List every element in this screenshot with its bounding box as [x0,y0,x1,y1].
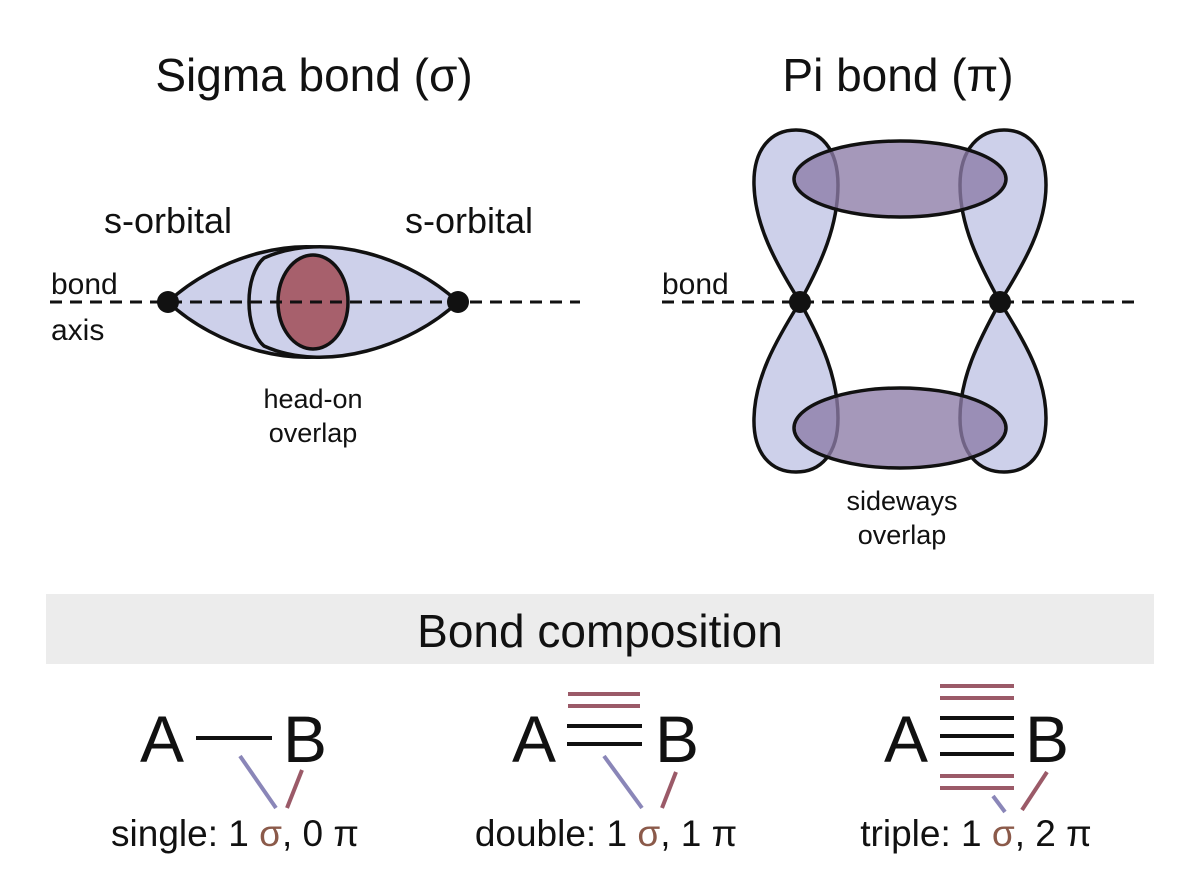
single-bond-example: A B single: 1 σ, 0 π [111,702,359,854]
sigma-panel: Sigma bond (σ) s-orbital s-orbital bond … [50,49,580,448]
pi-left-nucleus [789,291,811,313]
pi-overlap-label-line1: sideways [846,486,957,516]
pi-right-nucleus [989,291,1011,313]
sigma-axis-label-bond: bond [51,268,118,301]
pi-upper-overlap-region [792,139,1008,219]
sigma-right-orbital-label: s-orbital [405,200,533,241]
sigma-right-nucleus [447,291,469,313]
single-composition-label: single: 1 σ, 0 π [111,813,359,854]
single-pointer-right [285,769,304,809]
pi-overlap-label-line2: overlap [858,520,947,550]
triple-atom-b: B [1025,702,1069,776]
sigma-left-orbital-label: s-orbital [104,200,232,241]
double-bond-example: A B double: 1 σ, 1 π [475,692,737,854]
pi-lower-overlap-region [792,386,1008,470]
sigma-title: Sigma bond (σ) [155,49,472,101]
double-composition-label: double: 1 σ, 1 π [475,813,737,854]
sigma-left-nucleus [157,291,179,313]
composition-title: Bond composition [417,605,783,657]
double-atom-a: A [512,702,556,776]
sigma-overlap-label-line1: head-on [263,384,362,414]
single-atom-a: A [140,702,184,776]
triple-composition-label: triple: 1 σ, 2 π [860,813,1091,854]
sigma-axis-label-axis: axis [51,314,104,347]
triple-bond-example: A B triple: 1 σ, 2 π [860,684,1092,854]
triple-sigma-pointer [991,794,1007,814]
single-sigma-pointer [238,754,278,810]
single-atom-b: B [283,702,327,776]
triple-atom-a: A [884,702,928,776]
pi-panel: Pi bond (π) bond sideways overlap [662,49,1135,550]
double-pointer-right [660,771,678,809]
triple-pointer-right [1020,770,1049,812]
pi-title: Pi bond (π) [782,49,1013,101]
composition-banner [46,594,1154,664]
double-atom-b: B [655,702,699,776]
pi-axis-label: bond [662,268,729,301]
sigma-overlap-label-line2: overlap [269,418,358,448]
double-sigma-pointer [602,754,644,810]
composition-section: Bond composition A B single: 1 σ, 0 π A … [46,594,1154,854]
